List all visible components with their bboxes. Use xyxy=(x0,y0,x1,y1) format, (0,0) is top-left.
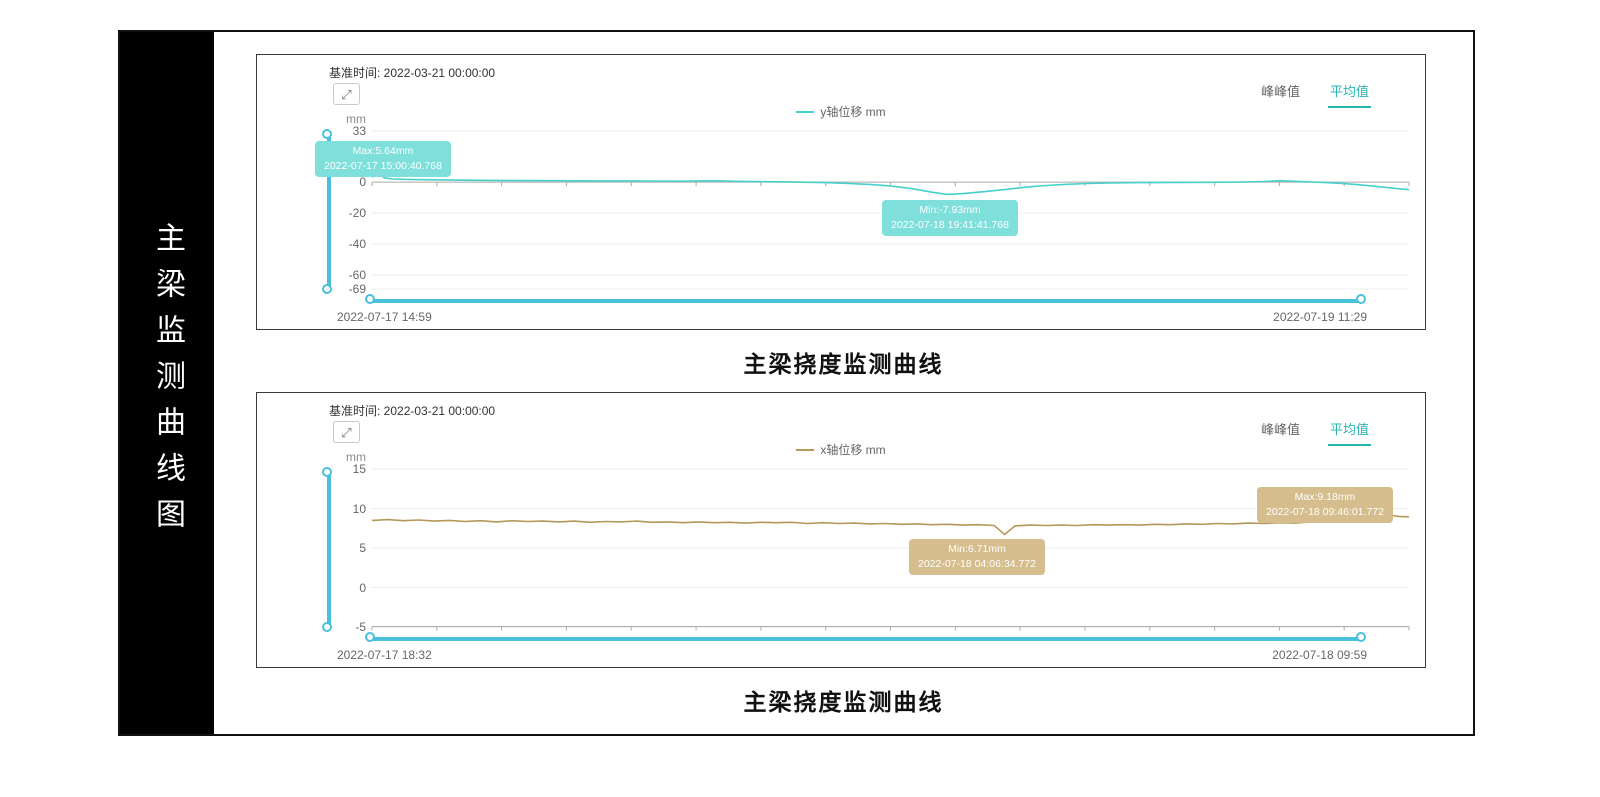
max-time-text: 2022-07-18 09:46:01.772 xyxy=(1266,506,1384,519)
monitoring-widget: 主梁监测曲线图 基准时间: 2022-03-21 00:00:00 ⤢ 峰峰值 … xyxy=(118,30,1475,736)
expand-button[interactable]: ⤢ xyxy=(333,421,360,443)
y-axis-unit-label: mm xyxy=(346,112,366,126)
y-axis: 33 0 -20 -40 -60-69 xyxy=(332,124,366,296)
legend[interactable]: x轴位移 mm xyxy=(257,441,1425,458)
legend-line-marker xyxy=(796,448,815,451)
slider-handle-right[interactable] xyxy=(1356,632,1366,642)
y-axis-tick-label: 0 xyxy=(359,580,366,595)
y-axis-tick-label: -5 xyxy=(355,620,366,634)
min-value-text: Min:6.71mm xyxy=(948,543,1006,555)
horizontal-zoom-slider[interactable] xyxy=(365,294,1366,304)
expand-arrows-icon: ⤢ xyxy=(341,424,352,440)
min-value-badge: Min:6.71mm 2022-07-18 04:06:34.772 xyxy=(909,539,1045,576)
panel-caption: 主梁挠度监测曲线 xyxy=(743,351,944,377)
y-axis-tick-label: 10 xyxy=(352,501,366,516)
slider-handle-left[interactable] xyxy=(365,632,375,642)
horizontal-zoom-slider[interactable] xyxy=(365,632,1366,642)
max-value-text: Max:9.18mm xyxy=(1294,491,1356,503)
y-axis-tick-label: -20 xyxy=(348,206,366,221)
slider-handle-bottom[interactable] xyxy=(322,284,332,294)
vertical-zoom-slider[interactable] xyxy=(322,129,332,294)
baseline-time-label: 基准时间: 2022-03-21 00:00:00 xyxy=(329,66,496,80)
min-value-text: Min:-7.93mm xyxy=(919,204,981,216)
x-axis-end-date: 2022-07-18 09:59 xyxy=(1272,648,1367,662)
y-axis-tick-label: 33 xyxy=(352,124,366,138)
toggle-peak-to-peak[interactable]: 峰峰值 xyxy=(1260,422,1300,437)
min-time-text: 2022-07-18 19:41:41.768 xyxy=(891,219,1009,232)
y-axis-unit-label: mm xyxy=(346,450,366,464)
max-value-text: Max:5.64mm xyxy=(352,145,414,157)
slider-handle-top[interactable] xyxy=(322,129,332,139)
max-time-text: 2022-07-17 15:00:40.768 xyxy=(324,160,442,173)
y-axis-tick-label: 0 xyxy=(359,175,366,190)
max-value-badge: Max:9.18mm 2022-07-18 09:46:01.772 xyxy=(1257,487,1393,524)
chart-plot-area[interactable] xyxy=(371,468,1410,631)
slider-handle-right[interactable] xyxy=(1356,294,1366,304)
min-time-text: 2022-07-18 04:06:34.772 xyxy=(918,558,1036,571)
y-axis-tick-label: 5 xyxy=(359,541,366,555)
x-axis-range: 2022-07-17 18:32 2022-07-18 09:59 xyxy=(337,648,1367,662)
x-axis-start-date: 2022-07-17 14:59 xyxy=(337,310,432,324)
content-area: 基准时间: 2022-03-21 00:00:00 ⤢ 峰峰值 平均值 y轴位移… xyxy=(214,32,1473,734)
chart-panel-y-displacement: 基准时间: 2022-03-21 00:00:00 ⤢ 峰峰值 平均值 y轴位移… xyxy=(256,54,1426,330)
toggle-average[interactable]: 平均值 xyxy=(1327,79,1371,108)
slider-handle-top[interactable] xyxy=(322,467,332,477)
legend-line-marker xyxy=(796,110,815,113)
x-axis-start-date: 2022-07-17 18:32 xyxy=(337,648,432,662)
min-value-badge: Min:-7.93mm 2022-07-18 19:41:41.768 xyxy=(882,200,1018,237)
y-axis-tick-label: -69 xyxy=(348,282,366,296)
value-mode-toggle: 峰峰值 平均值 xyxy=(1259,79,1371,108)
toggle-average[interactable]: 平均值 xyxy=(1327,417,1371,446)
slider-handle-left[interactable] xyxy=(365,294,375,304)
sidebar: 主梁监测曲线图 xyxy=(120,32,214,734)
y-axis-tick-label: -60 xyxy=(348,268,366,283)
line-chart-svg xyxy=(371,468,1410,631)
legend-label: y轴位移 mm xyxy=(820,105,886,119)
y-axis-tick-label: 15 xyxy=(352,462,366,476)
expand-button[interactable]: ⤢ xyxy=(333,83,360,105)
y-axis-tick-label: -40 xyxy=(348,237,366,252)
baseline-time-label: 基准时间: 2022-03-21 00:00:00 xyxy=(329,404,496,418)
x-axis-end-date: 2022-07-19 11:29 xyxy=(1273,310,1367,324)
value-mode-toggle: 峰峰值 平均值 xyxy=(1259,417,1371,446)
vertical-zoom-slider[interactable] xyxy=(322,467,332,632)
legend[interactable]: y轴位移 mm xyxy=(257,103,1425,120)
expand-arrows-icon: ⤢ xyxy=(341,86,352,102)
sidebar-title: 主梁监测曲线图 xyxy=(151,222,184,544)
max-value-badge: Max:5.64mm 2022-07-17 15:00:40.768 xyxy=(315,141,451,178)
y-axis: 15 10 5 0 -5 xyxy=(332,462,366,634)
panel-caption: 主梁挠度监测曲线 xyxy=(743,689,944,715)
legend-label: x轴位移 mm xyxy=(820,443,886,457)
chart-panel-x-displacement: 基准时间: 2022-03-21 00:00:00 ⤢ 峰峰值 平均值 x轴位移… xyxy=(256,392,1426,668)
slider-handle-bottom[interactable] xyxy=(322,622,332,632)
toggle-peak-to-peak[interactable]: 峰峰值 xyxy=(1260,84,1300,99)
x-axis-range: 2022-07-17 14:59 2022-07-19 11:29 xyxy=(337,310,1367,324)
